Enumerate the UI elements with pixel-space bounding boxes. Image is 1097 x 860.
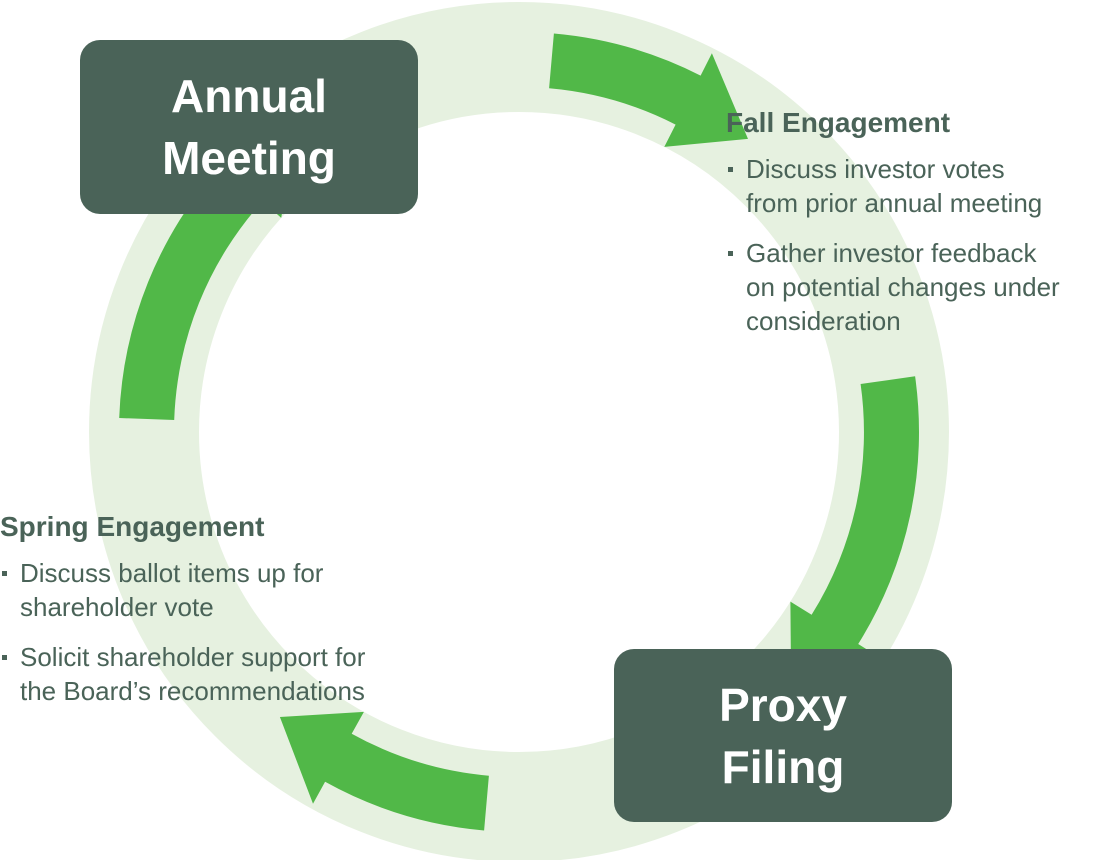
spring-engagement-list: Discuss ballot items up for shareholder … [0, 556, 430, 708]
fall-bullet-item: Discuss investor votes from prior annual… [726, 152, 1097, 220]
cycle-arrow-icon [790, 376, 919, 686]
fall-engagement-panel: Fall Engagement Discuss investor votes f… [726, 106, 1097, 354]
proxy-filing-label-line1: Proxy [719, 678, 847, 731]
spring-engagement-title: Spring Engagement [0, 511, 265, 542]
fall-bullet-2-line3: consideration [746, 306, 901, 336]
fall-bullet-2-line1: Gather investor feedback [746, 238, 1037, 268]
proxy-filing-label-line2: Filing [721, 740, 845, 793]
fall-bullet-item: Gather investor feedback on potential ch… [726, 236, 1097, 338]
fall-bullet-2-line2: on potential changes under [746, 272, 1060, 302]
annual-meeting-box: Annual Meeting [80, 40, 418, 214]
spring-bullet-2-line1: Solicit shareholder support for [20, 642, 366, 672]
spring-bullet-2-line2: the Board’s recommendations [20, 676, 365, 706]
cycle-arrow-icon [279, 711, 489, 831]
fall-bullet-1-line1: Discuss investor votes [746, 154, 1005, 184]
fall-engagement-list: Discuss investor votes from prior annual… [726, 152, 1097, 338]
fall-bullet-1-line2: from prior annual meeting [746, 188, 1043, 218]
spring-engagement-panel: Spring Engagement Discuss ballot items u… [0, 510, 430, 724]
cycle-arrow-icon [549, 33, 748, 147]
proxy-filing-box: Proxy Filing [614, 649, 952, 822]
spring-bullet-item: Discuss ballot items up for shareholder … [0, 556, 430, 624]
bullet-icon [728, 251, 733, 256]
annual-meeting-label-line1: Annual [171, 70, 327, 122]
bullet-icon [728, 167, 733, 172]
spring-bullet-1-line2: shareholder vote [20, 592, 214, 622]
bullet-icon [2, 571, 7, 576]
annual-meeting-label-line2: Meeting [162, 132, 336, 184]
spring-bullet-1-line1: Discuss ballot items up for [20, 558, 324, 588]
fall-engagement-title: Fall Engagement [726, 107, 951, 138]
spring-bullet-item: Solicit shareholder support for the Boar… [0, 640, 430, 708]
bullet-icon [2, 655, 7, 660]
